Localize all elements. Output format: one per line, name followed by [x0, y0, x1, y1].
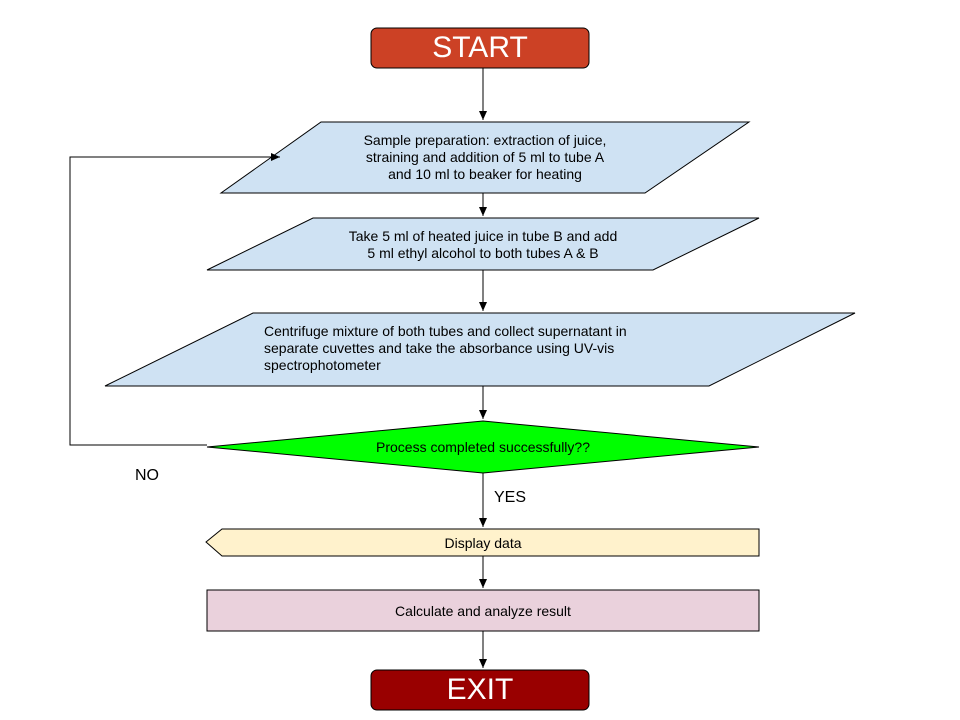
sample-prep-line2: straining and addition of 5 ml to tube A [365, 149, 605, 165]
decision-text: Process completed successfully?? [376, 439, 590, 455]
sample-prep-shape [219, 121, 751, 194]
calculate-shape [206, 589, 760, 632]
arrow-no-loop [69, 153, 280, 446]
sample-prep-line1: Sample preparation: extraction of juice, [363, 132, 607, 148]
heated-juice-line2: 5 ml ethyl alcohol to both tubes A & B [367, 245, 599, 261]
display-text: Display data [444, 535, 522, 551]
exit-label: EXIT [446, 673, 514, 706]
heated-juice-line1: Take 5 ml of heated juice in tube B and … [348, 228, 618, 244]
sample-prep-line3: and 10 ml to beaker for heating [388, 166, 582, 182]
sample-prep-text: Sample preparation: extraction of juice,… [290, 132, 680, 183]
calculate-text: Calculate and analyze result [395, 603, 571, 619]
heated-juice-text: Take 5 ml of heated juice in tube B and … [283, 228, 683, 262]
start-label: START [432, 31, 528, 64]
no-branch-label: NO [135, 467, 159, 484]
centrifuge-text: Centrifuge mixture of both tubes and col… [264, 323, 724, 374]
centrifuge-line2: separate cuvettes and take the absorbanc… [264, 340, 615, 356]
start-terminal [370, 27, 590, 69]
centrifuge-line1: Centrifuge mixture of both tubes and col… [264, 323, 627, 339]
yes-branch-label: YES [494, 489, 527, 506]
heated-juice-shape [206, 217, 760, 271]
exit-terminal [370, 669, 590, 711]
centrifuge-line3: spectrophotometer [264, 357, 381, 373]
display-shape [205, 528, 760, 557]
centrifuge-shape [104, 312, 856, 387]
